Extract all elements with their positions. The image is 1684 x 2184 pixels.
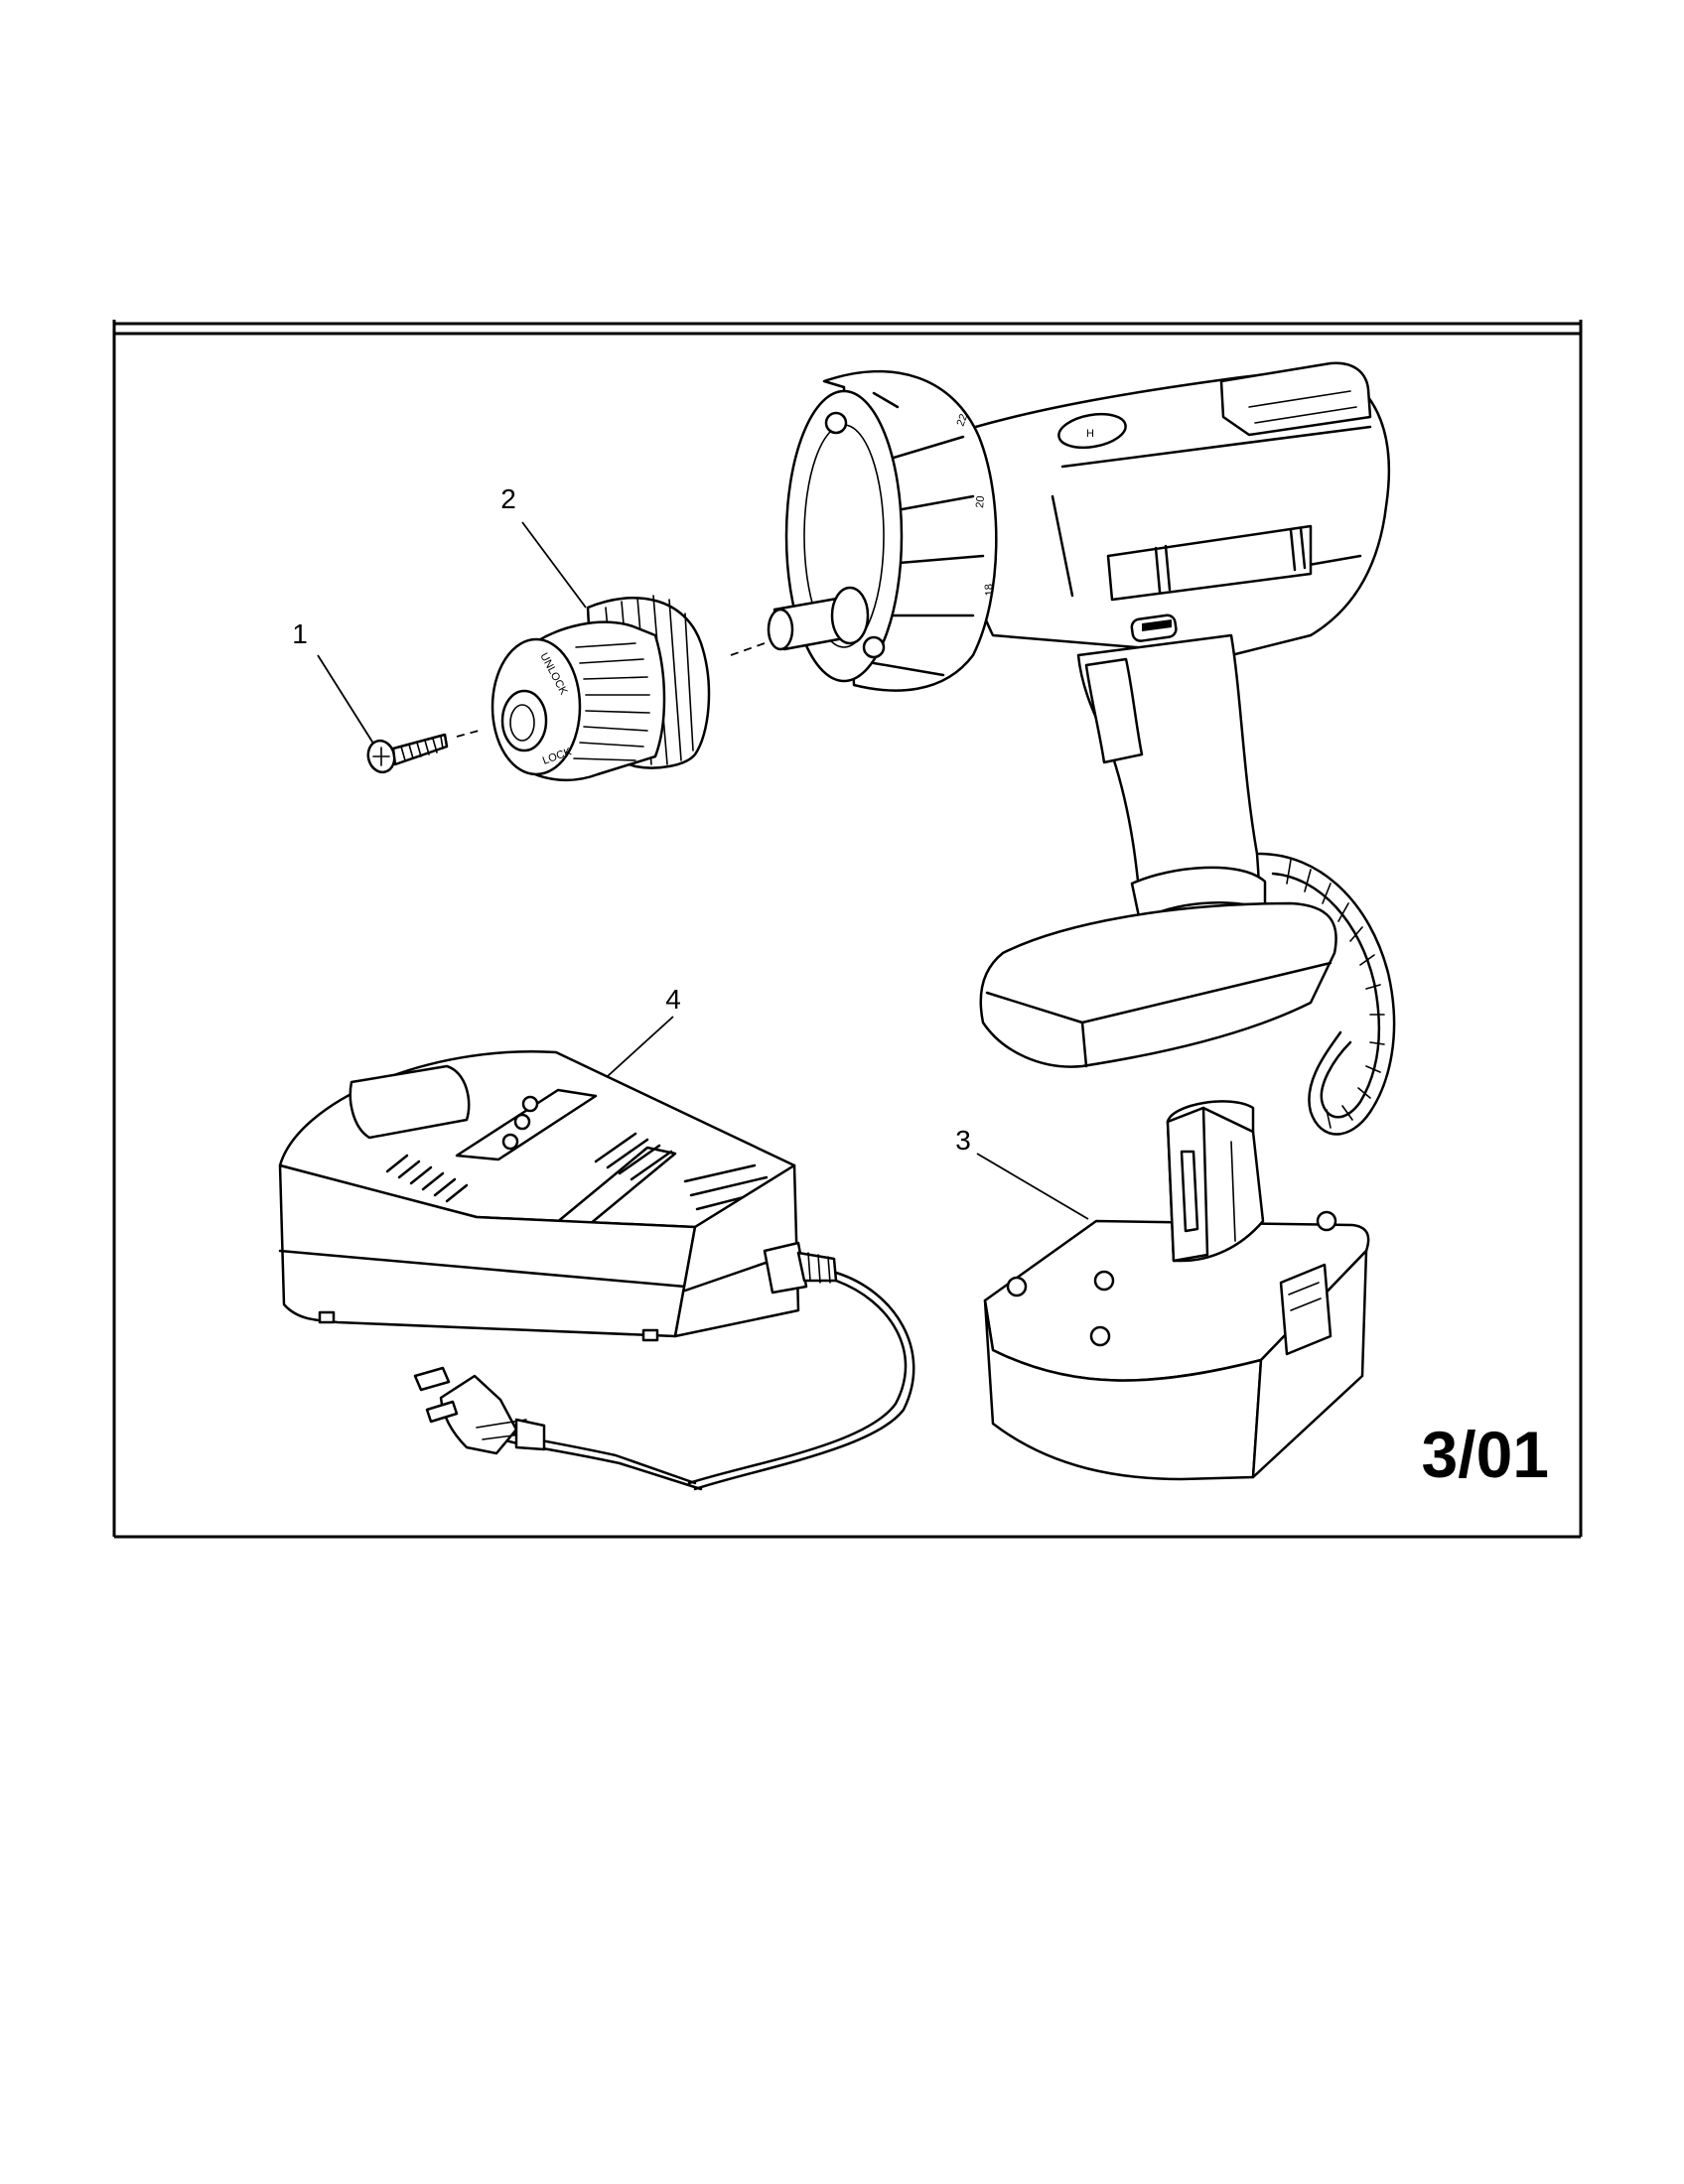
wrist-strap [1257, 852, 1396, 1136]
callout-number-2: 2 [500, 483, 516, 514]
callout-number-1: 1 [292, 618, 308, 649]
callout-number-4: 4 [665, 984, 681, 1015]
diagram-border [112, 320, 1583, 1539]
callout-1: 1 [292, 618, 376, 748]
callout-number-3: 3 [955, 1125, 971, 1156]
drill-body: H 22 20 18 [767, 361, 1391, 1068]
clutch-marking-18: 18 [983, 584, 996, 597]
revision-code: 3/01 [1422, 1418, 1549, 1491]
screw-part-1 [366, 730, 480, 774]
gear-switch-marking: H [1086, 428, 1094, 440]
charger-part-4 [278, 1050, 915, 1491]
callout-3: 3 [955, 1125, 1089, 1220]
battery-pack-part-3 [983, 1100, 1370, 1481]
chuck-part-2: UNLOCK LOCK [491, 595, 766, 782]
clutch-marking-22: 22 [955, 412, 970, 428]
callout-2: 2 [500, 483, 587, 609]
clutch-marking-20: 20 [974, 495, 987, 508]
